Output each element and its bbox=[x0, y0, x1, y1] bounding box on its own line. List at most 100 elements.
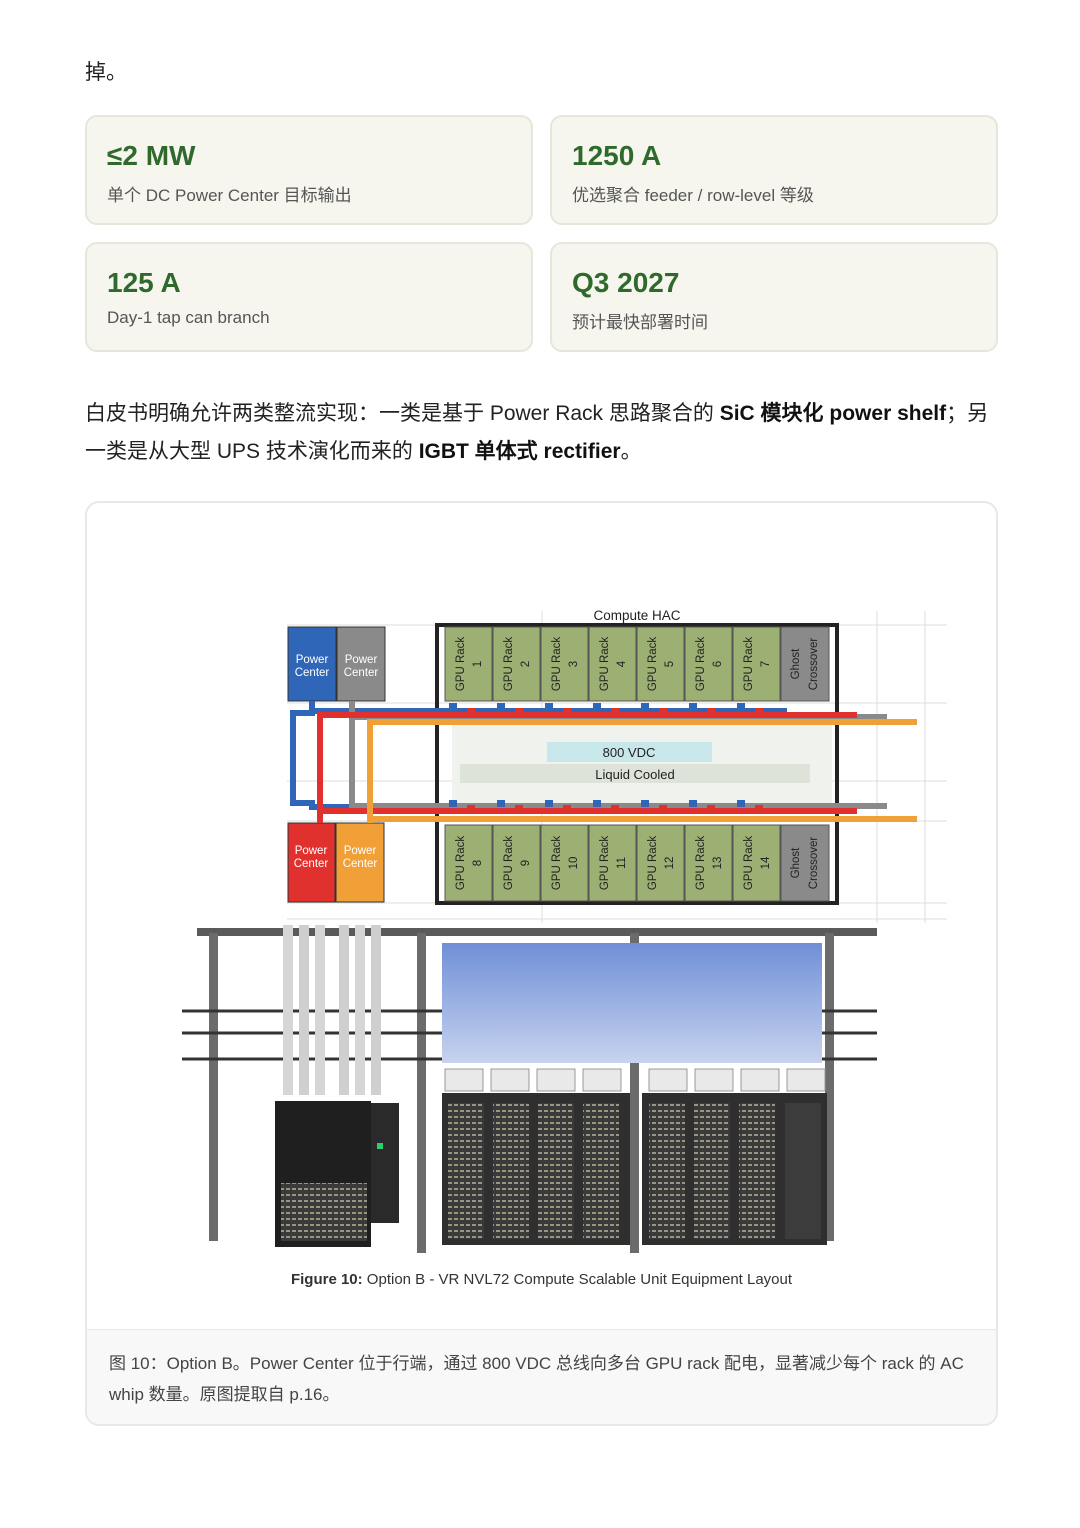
rack-door bbox=[739, 1103, 775, 1239]
stat-label: 单个 DC Power Center 目标输出 bbox=[107, 186, 352, 205]
tap-can bbox=[563, 708, 571, 715]
rack-label: GPU Rack bbox=[599, 836, 611, 891]
rack-number: 7 bbox=[760, 661, 772, 667]
power-center-label: Center bbox=[295, 667, 330, 679]
busway-red bbox=[317, 712, 857, 823]
tap-can bbox=[467, 708, 475, 715]
tap-can bbox=[611, 708, 619, 715]
frame-post bbox=[825, 933, 834, 1241]
bus-label: 800 VDC bbox=[603, 745, 656, 760]
power-center-orange bbox=[335, 822, 385, 903]
rack-number: 3 bbox=[568, 661, 580, 667]
rack-number: 12 bbox=[664, 857, 676, 870]
tap-can bbox=[497, 703, 505, 710]
paragraph-bold: IGBT 单体式 rectifier bbox=[418, 440, 621, 463]
tap-can bbox=[593, 800, 601, 807]
hac-title: Compute HAC bbox=[593, 608, 680, 623]
tap-can bbox=[641, 703, 649, 710]
gpu-rack bbox=[636, 824, 685, 902]
rack-label: GPU Rack bbox=[455, 836, 467, 891]
frame-post bbox=[417, 933, 426, 1253]
rack-number: 13 bbox=[712, 857, 724, 870]
figure-caption-bold: Figure 10: bbox=[290, 1271, 363, 1288]
gpu-rack bbox=[684, 824, 733, 902]
ghost-label: Ghost bbox=[790, 847, 802, 878]
stat-value: Q3 2027 bbox=[572, 267, 680, 298]
power-center-vent bbox=[281, 1183, 367, 1241]
tap-can bbox=[737, 800, 745, 807]
tap-can bbox=[689, 800, 697, 807]
rack-label: GPU Rack bbox=[743, 836, 755, 891]
ghost-crossover bbox=[780, 626, 830, 702]
rack-label: GPU Rack bbox=[743, 637, 755, 692]
tap-can bbox=[641, 800, 649, 807]
stat-value: ≤2 MW bbox=[107, 140, 196, 171]
rack-number: 6 bbox=[712, 661, 724, 667]
power-center-label: Center bbox=[294, 858, 329, 870]
cooling-unit bbox=[694, 1068, 734, 1092]
power-center-cabinet-side bbox=[371, 1103, 399, 1223]
tap-can bbox=[755, 805, 763, 812]
tap-can bbox=[545, 800, 553, 807]
tap-can bbox=[515, 805, 523, 812]
power-center-red bbox=[287, 822, 336, 903]
stat-card: 125 A Day-1 tap can branch bbox=[85, 242, 533, 352]
stat-cards: ≤2 MW 单个 DC Power Center 目标输出 1250 A 优选聚… bbox=[85, 115, 998, 352]
tap-can bbox=[755, 708, 763, 715]
top-rack-row: GPU Rack GPU Rack GPU Rack GPU Rack GPU … bbox=[444, 626, 830, 702]
rack-label: GPU Rack bbox=[551, 836, 563, 891]
cooling-unit bbox=[740, 1068, 780, 1092]
pipe-bundle bbox=[283, 925, 293, 1095]
gpu-rack bbox=[636, 626, 685, 702]
pipe-bundle bbox=[315, 925, 325, 1095]
rack-label: GPU Rack bbox=[647, 836, 659, 891]
stat-value: 1250 A bbox=[572, 140, 662, 171]
rack-number: 2 bbox=[520, 661, 532, 667]
hac-frame bbox=[435, 623, 839, 905]
power-center-label: Center bbox=[344, 667, 379, 679]
rack-label: GPU Rack bbox=[503, 836, 515, 891]
pipe-bundle bbox=[339, 925, 349, 1095]
power-center-label: Power bbox=[295, 845, 328, 857]
power-center-label: Power bbox=[344, 845, 377, 857]
tap-can bbox=[611, 805, 619, 812]
hac-aisle bbox=[452, 723, 832, 803]
rack-number: 9 bbox=[520, 860, 532, 866]
cooling-unit bbox=[648, 1068, 688, 1092]
stat-label: Day-1 tap can branch bbox=[107, 308, 270, 327]
frame-post bbox=[630, 933, 639, 1253]
ghost-label: Ghost bbox=[790, 648, 802, 679]
power-center-label: Center bbox=[343, 858, 378, 870]
cooling-unit bbox=[490, 1068, 530, 1092]
figure-note-area: 图 10：Option B。Power Center 位于行端，通过 800 V… bbox=[87, 1329, 996, 1424]
frame-post bbox=[209, 933, 218, 1241]
rack-door bbox=[649, 1103, 685, 1239]
tap-can bbox=[689, 703, 697, 710]
pipe-bundle bbox=[371, 925, 381, 1095]
rack-number: 11 bbox=[616, 857, 628, 869]
stat-label: 优选聚合 feeder / row-level 等级 bbox=[572, 186, 814, 205]
bottom-rack-row: GPU Rack GPU Rack GPU Rack GPU Rack GPU … bbox=[444, 824, 830, 902]
tap-can bbox=[467, 805, 475, 812]
rack-number: 8 bbox=[472, 860, 484, 866]
tap-can bbox=[449, 703, 457, 710]
tap-can bbox=[515, 708, 523, 715]
lead-text: 掉。 bbox=[85, 61, 127, 84]
rack-label: GPU Rack bbox=[695, 637, 707, 692]
stat-card: Q3 2027 预计最快部署时间 bbox=[550, 242, 998, 352]
tap-cans bbox=[449, 703, 763, 812]
power-center-gray bbox=[336, 626, 386, 702]
gpu-rack bbox=[492, 824, 541, 902]
tap-can bbox=[497, 800, 505, 807]
rack-door bbox=[448, 1103, 484, 1239]
pipe-bundle bbox=[355, 925, 365, 1095]
rack-label: GPU Rack bbox=[503, 637, 515, 692]
status-light bbox=[377, 1143, 383, 1149]
tap-can bbox=[449, 800, 457, 807]
cooling-unit bbox=[536, 1068, 576, 1092]
tap-can bbox=[707, 708, 715, 715]
cooling-unit bbox=[444, 1068, 484, 1092]
paragraph-text: 。 bbox=[620, 440, 642, 463]
tap-can bbox=[593, 703, 601, 710]
cooling-label-box bbox=[460, 764, 810, 783]
